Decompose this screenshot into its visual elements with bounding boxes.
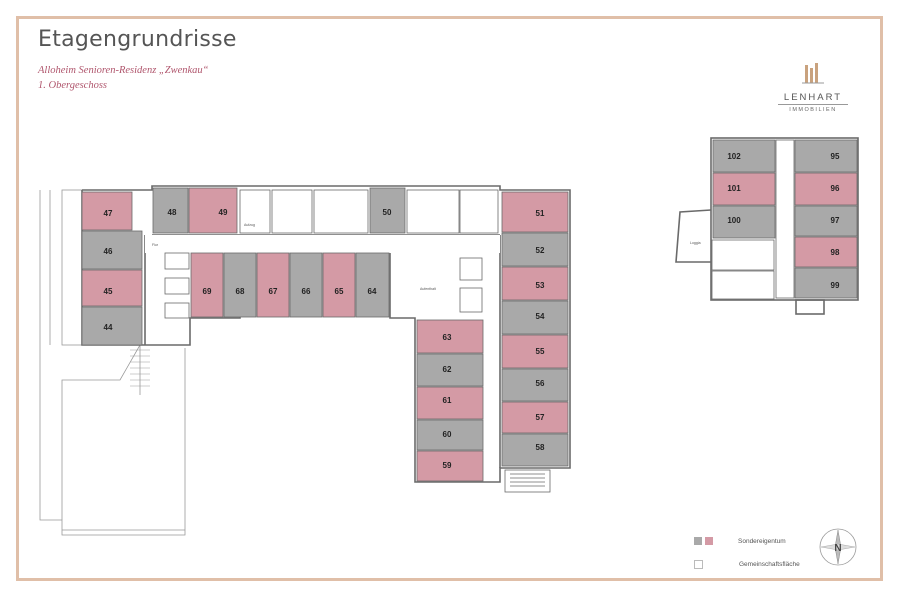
logo-name: LENHART — [778, 92, 848, 105]
plan-label-loggia: Loggia — [690, 241, 701, 245]
unit-number: 51 — [536, 209, 545, 218]
service-rooms — [164, 252, 483, 319]
unit-number: 59 — [443, 461, 452, 470]
annex-corridor-rooms — [711, 139, 795, 300]
legend: Sondereigentum Gemeinschaftsfläche — [694, 534, 800, 580]
unit-number: 57 — [536, 413, 545, 422]
unit-102[interactable]: 102 — [712, 139, 776, 173]
unit-number: 49 — [219, 208, 228, 217]
unit-67[interactable]: 67 — [256, 252, 290, 318]
company-logo: LENHART IMMOBILIEN — [778, 63, 848, 113]
unit-100[interactable]: 100 — [712, 205, 776, 239]
subtitle-project: Alloheim Senioren-Residenz „Zwenkau“ — [38, 65, 209, 76]
page-title: Etagengrundrisse — [38, 27, 237, 52]
legend-swatch-white — [694, 559, 703, 569]
unit-number: 98 — [831, 248, 840, 257]
logo-subtitle: IMMOBILIEN — [789, 107, 837, 113]
unit-60[interactable]: 60 — [416, 419, 484, 451]
unit-66[interactable]: 66 — [289, 252, 323, 318]
unit-69[interactable]: 69 — [190, 252, 224, 318]
unit-62[interactable]: 62 — [416, 353, 484, 387]
unit-number: 47 — [104, 209, 113, 218]
unit-number: 55 — [536, 347, 545, 356]
unit-54[interactable]: 54 — [501, 300, 569, 335]
unit-96[interactable]: 96 — [794, 172, 858, 206]
unit-55[interactable]: 55 — [501, 334, 569, 369]
compass-icon: N — [819, 528, 857, 566]
top-common-rooms — [239, 189, 499, 234]
unit-58[interactable]: 58 — [501, 433, 569, 467]
unit-44[interactable]: 44 — [81, 306, 143, 346]
logo-mark-icon — [802, 63, 824, 84]
unit-number: 50 — [383, 208, 392, 217]
unit-number: 101 — [727, 184, 741, 193]
legend-private-label: Sondereigentum — [738, 537, 786, 545]
unit-61[interactable]: 61 — [416, 386, 484, 420]
unit-51[interactable]: 51 — [501, 191, 569, 233]
bottom-stair — [504, 469, 551, 493]
corridor — [145, 235, 500, 253]
unit-46[interactable]: 46 — [81, 230, 143, 270]
unit-63[interactable]: 63 — [416, 319, 484, 354]
unit-number: 100 — [727, 216, 741, 225]
unit-number: 97 — [831, 216, 840, 225]
unit-number: 64 — [368, 287, 377, 296]
unit-number: 53 — [536, 281, 545, 290]
unit-number: 58 — [536, 443, 545, 452]
unit-50[interactable]: 50 — [369, 187, 406, 234]
subtitle-floor: 1. Obergeschoss — [38, 80, 108, 91]
unit-number: 96 — [831, 184, 840, 193]
unit-number: 63 — [443, 333, 452, 342]
unit-number: 95 — [831, 152, 840, 161]
plan-label-corridor: Flur — [152, 243, 159, 247]
unit-number: 56 — [536, 379, 545, 388]
unit-number: 65 — [335, 287, 344, 296]
compass-letter: N — [834, 543, 841, 554]
unit-number: 45 — [104, 287, 113, 296]
unit-number: 99 — [831, 281, 840, 290]
unit-number: 62 — [443, 365, 452, 374]
unit-64[interactable]: 64 — [355, 252, 390, 318]
unit-95[interactable]: 95 — [794, 139, 858, 173]
unit-99[interactable]: 99 — [794, 267, 858, 299]
subtitle: Alloheim Senioren-Residenz „Zwenkau“ 1. … — [38, 63, 209, 93]
unit-59[interactable]: 59 — [416, 450, 484, 482]
unit-number: 60 — [443, 430, 452, 439]
unit-48[interactable]: 48 — [152, 187, 189, 234]
plan-label-elevator: Aufzug — [244, 223, 255, 227]
unit-number: 66 — [302, 287, 311, 296]
unit-65[interactable]: 65 — [322, 252, 356, 318]
unit-number: 61 — [443, 396, 452, 405]
unit-101[interactable]: 101 — [712, 172, 776, 206]
annex-walls — [675, 137, 859, 315]
unit-68[interactable]: 68 — [223, 252, 257, 318]
unit-56[interactable]: 56 — [501, 368, 569, 402]
unit-47[interactable]: 47 — [81, 191, 133, 231]
unit-number: 46 — [104, 247, 113, 256]
plan-label-lounge: Aufenthalt — [420, 287, 436, 291]
unit-97[interactable]: 97 — [794, 205, 858, 237]
unit-number: 44 — [104, 323, 113, 332]
unit-57[interactable]: 57 — [501, 401, 569, 434]
unit-45[interactable]: 45 — [81, 269, 143, 307]
legend-swatch-pink — [705, 537, 713, 545]
unit-98[interactable]: 98 — [794, 236, 858, 268]
exterior-stair — [130, 349, 150, 387]
unit-number: 52 — [536, 246, 545, 255]
unit-number: 68 — [236, 287, 245, 296]
legend-common-label: Gemeinschaftsfläche — [739, 560, 800, 568]
unit-number: 69 — [203, 287, 212, 296]
legend-private: Sondereigentum — [694, 534, 800, 548]
unit-53[interactable]: 53 — [501, 266, 569, 301]
unit-number: 102 — [727, 152, 741, 161]
unit-52[interactable]: 52 — [501, 232, 569, 267]
legend-swatch-gray — [694, 537, 702, 545]
legend-common: Gemeinschaftsfläche — [694, 557, 800, 571]
unit-number: 54 — [536, 312, 545, 321]
unit-number: 67 — [269, 287, 278, 296]
unit-49[interactable]: 49 — [188, 187, 238, 234]
unit-number: 48 — [168, 208, 177, 217]
